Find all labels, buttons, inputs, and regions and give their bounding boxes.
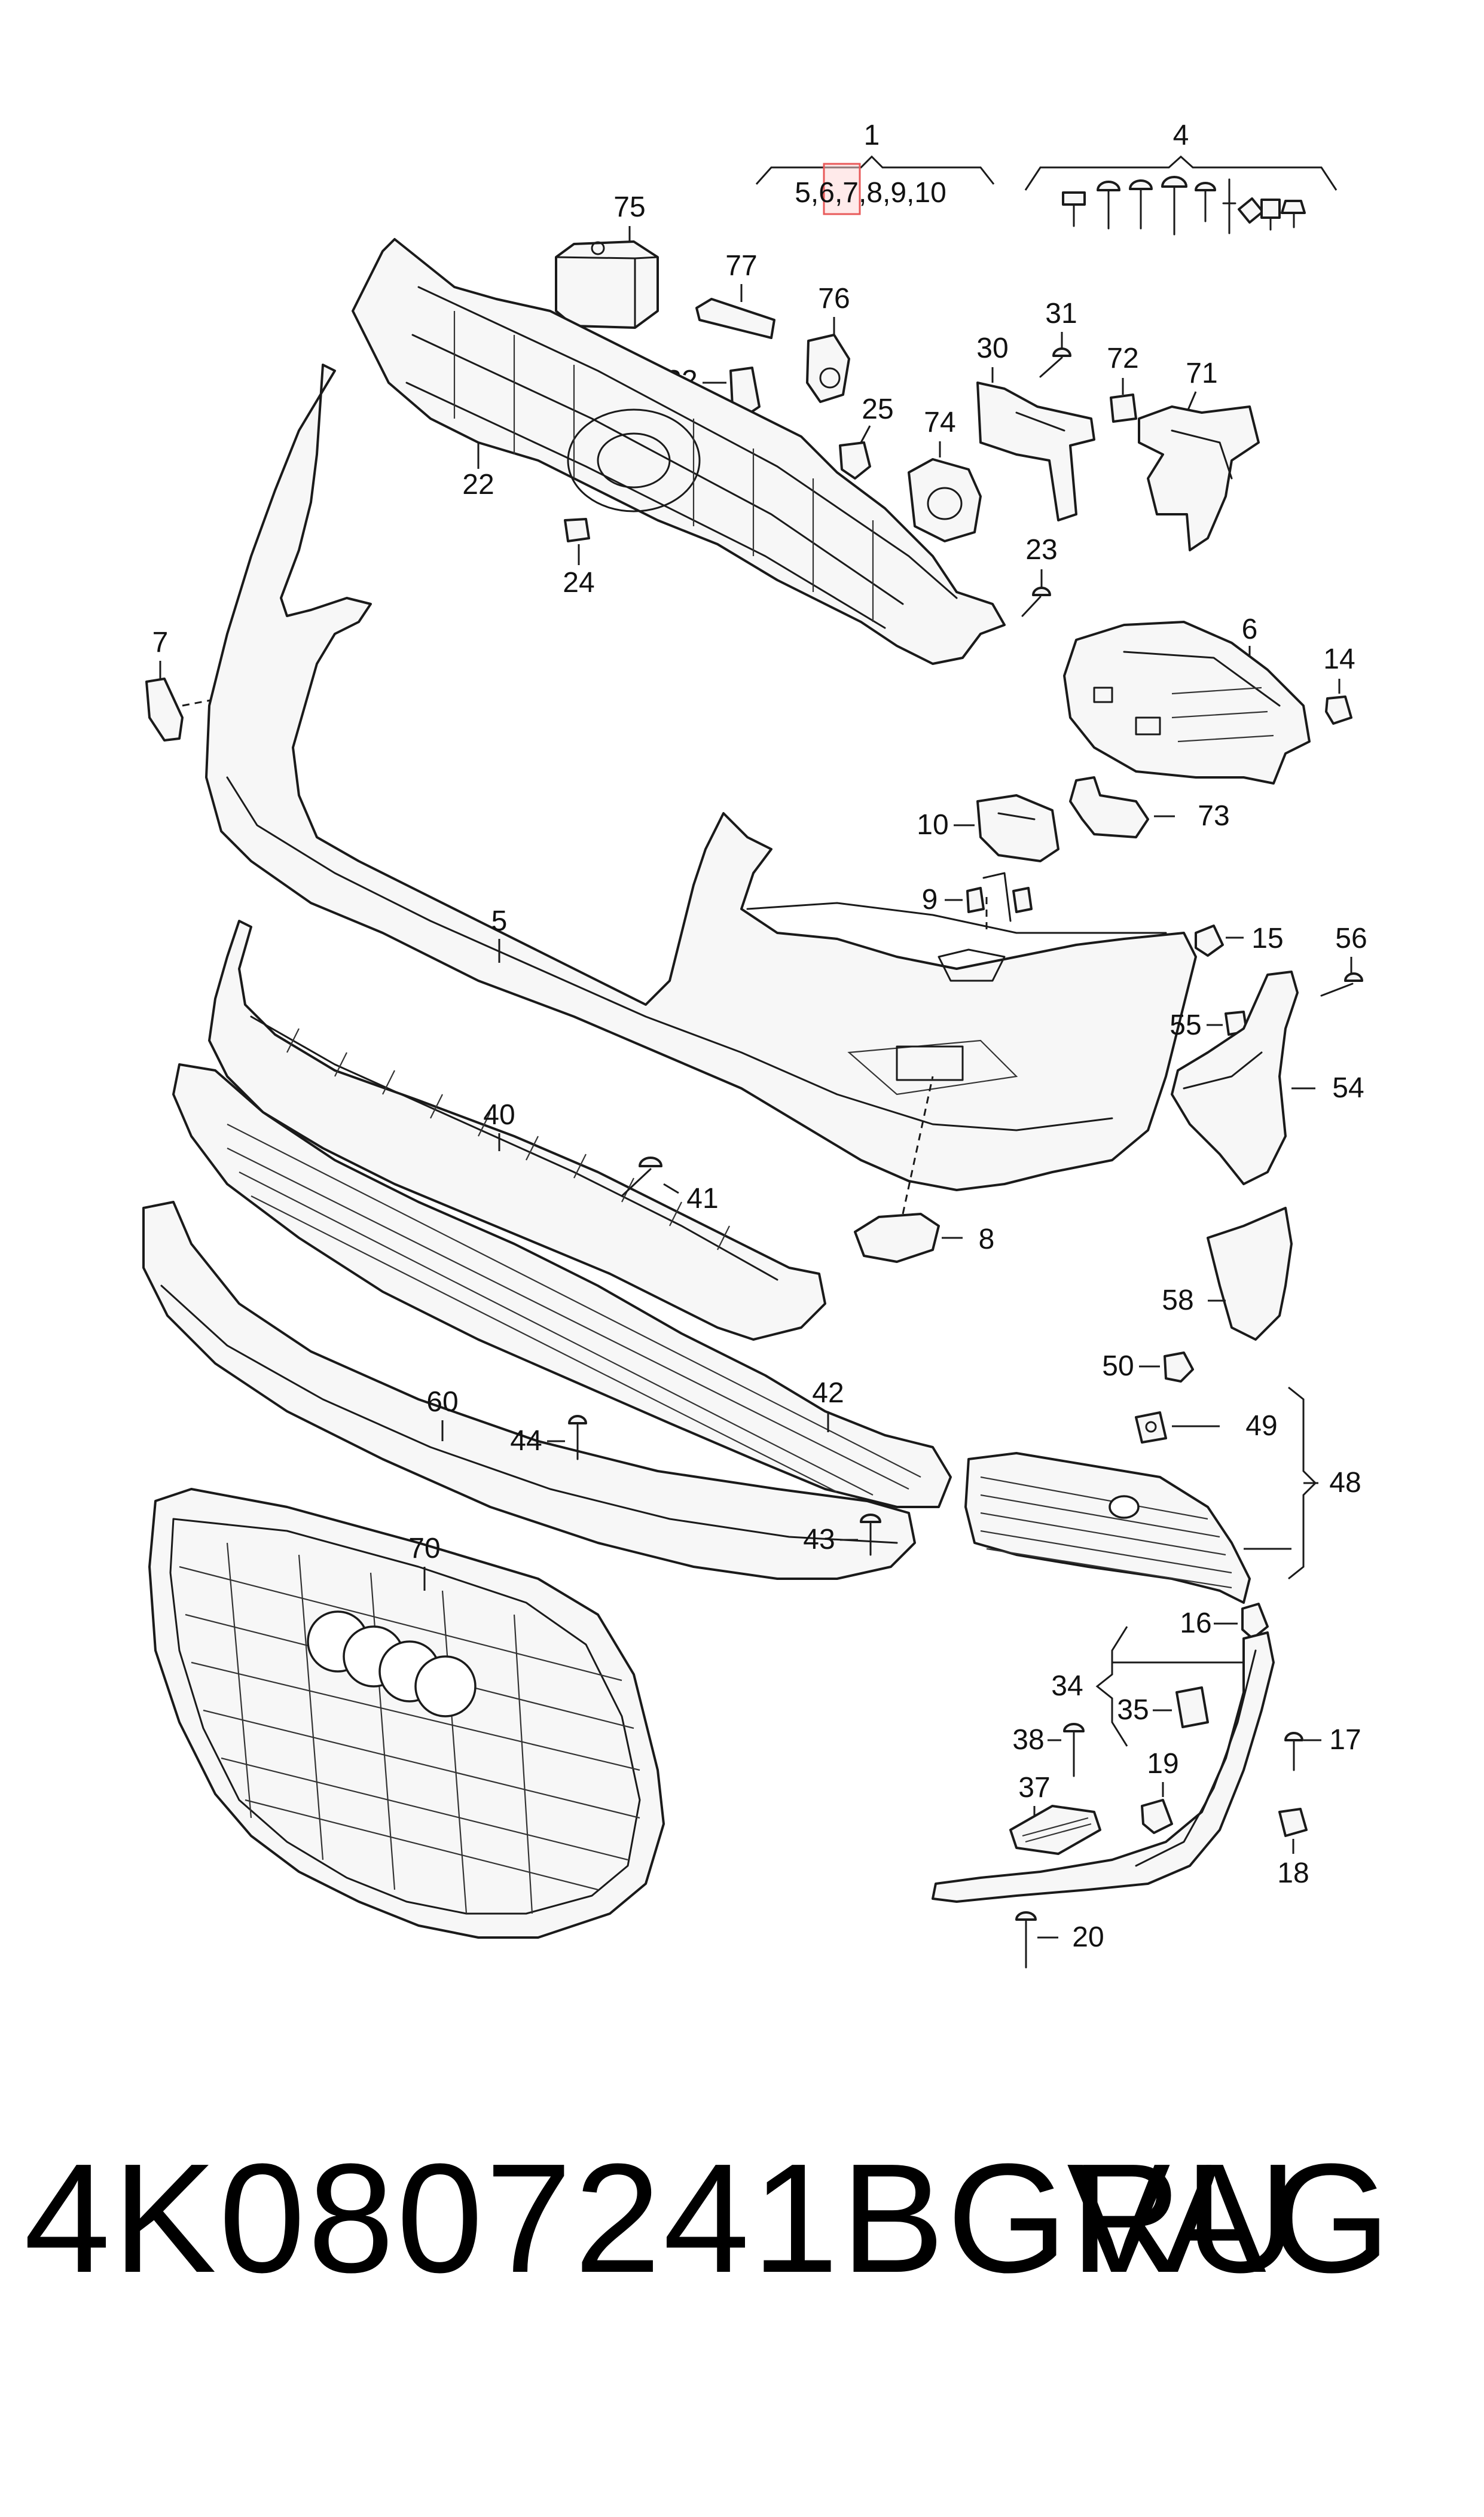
- part-16: 16: [1180, 1603, 1269, 1640]
- callout-70: 70: [408, 1533, 440, 1564]
- part-48: 48: [964, 1386, 1361, 1604]
- callout-75: 75: [613, 191, 645, 223]
- caption: 4K0807241BGRU VAG: [0, 2129, 1484, 2308]
- part-35: 35: [1117, 1686, 1209, 1728]
- part-41: 41: [621, 1157, 719, 1215]
- callout-10: 10: [917, 809, 948, 841]
- trim-strip: [932, 1631, 1275, 1903]
- callout-5: 5: [491, 905, 508, 937]
- part-20: 20: [1015, 1911, 1104, 1969]
- callout-50: 50: [1102, 1350, 1134, 1382]
- callout-22: 22: [462, 469, 494, 501]
- callout-20: 20: [1072, 1921, 1104, 1953]
- callout-16: 16: [1180, 1607, 1211, 1639]
- callout-58: 58: [1162, 1285, 1193, 1316]
- part-54: 54: [1171, 971, 1364, 1185]
- part-8: 8: [854, 1076, 995, 1263]
- callout-9: 9: [922, 884, 938, 916]
- callout-76: 76: [818, 283, 850, 315]
- part-18: 18: [1277, 1808, 1309, 1889]
- callout-44: 44: [510, 1425, 542, 1457]
- callout-60: 60: [426, 1386, 458, 1418]
- part-19: 19: [1141, 1748, 1179, 1834]
- part-74: 74: [908, 407, 982, 542]
- callout-43: 43: [803, 1524, 835, 1555]
- callout-40: 40: [483, 1099, 515, 1131]
- callout-19: 19: [1147, 1748, 1178, 1780]
- group-1-bracket: 1 5,6,7,8,9,10: [755, 120, 995, 215]
- callout-72: 71: [1186, 358, 1217, 389]
- part-6: 6: [1063, 614, 1311, 785]
- callout-56: 56: [1335, 923, 1367, 954]
- callout-6: 6: [1242, 614, 1258, 645]
- callout-49: 49: [1245, 1410, 1277, 1442]
- callout-8: 8: [979, 1224, 995, 1255]
- callout-73: 73: [1198, 800, 1229, 832]
- part-42: 42: [172, 1063, 952, 1508]
- callout-7: 7: [152, 627, 169, 658]
- callout-54: 54: [1332, 1072, 1364, 1104]
- callout-41: 41: [686, 1183, 718, 1215]
- part-31: 31: [1039, 298, 1077, 378]
- part-43: 43: [803, 1514, 881, 1556]
- part-32: 72: [1107, 343, 1139, 423]
- part-75: 75: [555, 191, 659, 329]
- callout-15: 15: [1251, 923, 1283, 954]
- callout-42: 42: [812, 1377, 844, 1409]
- part-5: 5: [205, 364, 1197, 1191]
- part-73: 73: [1069, 776, 1230, 838]
- part-34: 34: [1051, 1626, 1244, 1747]
- part-56: 56: [1320, 923, 1367, 997]
- part-30: 30: [976, 332, 1095, 521]
- callout-14: 14: [1323, 643, 1355, 675]
- part-58: 58: [1162, 1207, 1293, 1341]
- callout-23: 23: [1025, 534, 1057, 566]
- callout-4: 4: [1173, 120, 1189, 151]
- group-1-items: 5,6,7,8,9,10: [795, 177, 946, 209]
- fastener-set-icon: [1062, 176, 1306, 236]
- part-24: 24: [563, 518, 595, 599]
- part-70: 70: [148, 1488, 665, 1939]
- part-72: 71: [1138, 358, 1260, 551]
- callout-32: 72: [1107, 343, 1138, 374]
- part-49: 49: [1135, 1410, 1278, 1444]
- part-7: 7: [145, 627, 246, 742]
- callout-18: 18: [1277, 1857, 1309, 1889]
- part-76: 76: [806, 283, 850, 403]
- brand-label: VAG: [1067, 2132, 1394, 2305]
- part-22: 22: [352, 238, 1006, 665]
- part-50: 50: [1102, 1350, 1194, 1383]
- callout-48: 48: [1329, 1467, 1361, 1499]
- callout-24: 24: [563, 567, 594, 599]
- callout-25: 25: [862, 393, 893, 425]
- part-10: 10: [917, 794, 1059, 862]
- part-38: 38: [1012, 1723, 1085, 1777]
- part-15: 15: [1195, 923, 1284, 957]
- callout-74: 74: [924, 407, 955, 438]
- part-25: 25: [839, 393, 894, 480]
- callout-17: 17: [1329, 1724, 1361, 1756]
- part-number-label: 4K0807241BGRU: [24, 2132, 1300, 2305]
- callout-37: 37: [1018, 1772, 1050, 1804]
- highlight-box-7: [823, 163, 861, 215]
- part-37: 37: [1009, 1772, 1101, 1855]
- part-23: 23: [1021, 534, 1058, 617]
- group-4-bracket: 4: [1024, 120, 1338, 236]
- callout-31: 31: [1045, 298, 1077, 330]
- callout-30: 30: [976, 332, 1008, 364]
- callout-35: 35: [1117, 1694, 1149, 1726]
- callout-38: 38: [1012, 1724, 1044, 1756]
- part-44: 44: [510, 1415, 587, 1460]
- callout-34: 34: [1051, 1670, 1083, 1702]
- part-60: 60: [142, 1201, 916, 1580]
- part-9: 9: [922, 872, 1033, 922]
- part-17: 17: [1284, 1724, 1361, 1771]
- callout-77: 77: [725, 250, 757, 282]
- callout-1: 1: [864, 120, 880, 151]
- callout-55: 55: [1170, 1009, 1201, 1041]
- part-14: 14: [1323, 643, 1355, 725]
- part-77: 77: [695, 250, 775, 339]
